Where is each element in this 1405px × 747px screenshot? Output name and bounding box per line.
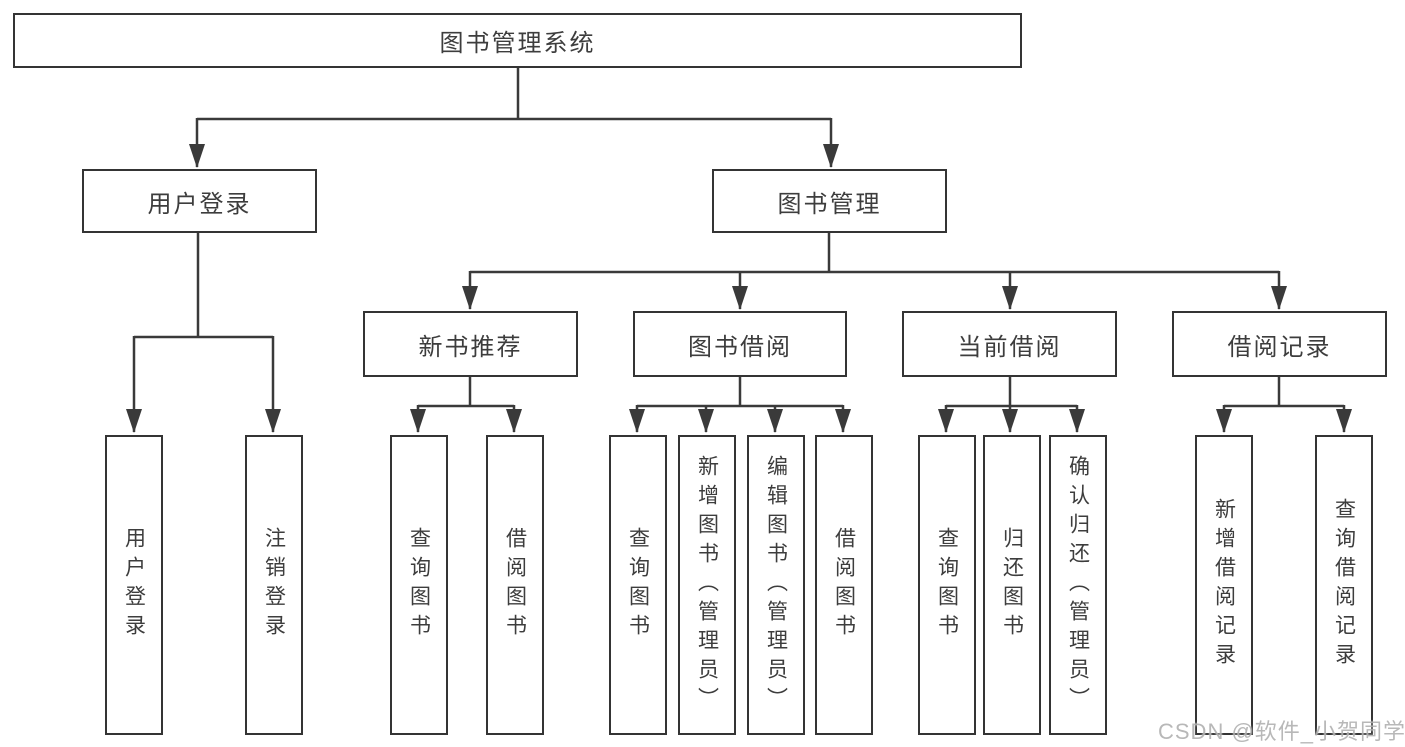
node-borrow-records-label: 借阅记录 bbox=[1227, 333, 1332, 361]
node-root-system-label: 图书管理系统 bbox=[439, 30, 596, 57]
leaf-borrow-books-recommend-label: 借阅图书 bbox=[503, 527, 527, 643]
leaf-query-books-current-label: 查询图书 bbox=[935, 527, 959, 643]
connector-recommend bbox=[418, 377, 514, 408]
connector-mgmt bbox=[470, 233, 1279, 274]
node-book-borrow-label: 图书借阅 bbox=[688, 333, 792, 361]
node-book-management: 图书管理 bbox=[712, 169, 947, 233]
leaf-borrow-books-recommend: 借阅图书 bbox=[486, 435, 544, 735]
node-book-borrow: 图书借阅 bbox=[633, 311, 847, 377]
connector-group bbox=[126, 68, 1352, 433]
node-book-management-label: 图书管理 bbox=[777, 190, 882, 218]
leaf-user-login-label: 用户登录 bbox=[122, 527, 146, 643]
leaf-return-books: 归还图书 bbox=[983, 435, 1041, 735]
leaf-add-books-admin-label: 新增图书（管理员） bbox=[695, 454, 719, 716]
node-current-borrow: 当前借阅 bbox=[902, 311, 1117, 377]
connector-root bbox=[197, 68, 831, 121]
leaf-query-books-borrow-label: 查询图书 bbox=[626, 527, 650, 643]
leaf-query-books-borrow: 查询图书 bbox=[609, 435, 667, 735]
leaf-confirm-return-admin-label: 确认归还（管理员） bbox=[1066, 454, 1090, 716]
leaf-return-books-label: 归还图书 bbox=[1000, 527, 1024, 643]
leaf-user-login: 用户登录 bbox=[105, 435, 163, 735]
node-user-login: 用户登录 bbox=[82, 169, 317, 233]
leaf-logout-login: 注销登录 bbox=[245, 435, 303, 735]
connector-records bbox=[1224, 377, 1344, 408]
node-borrow-records: 借阅记录 bbox=[1172, 311, 1387, 377]
node-user-login-label: 用户登录 bbox=[147, 190, 252, 218]
node-root-system: 图书管理系统 bbox=[13, 13, 1022, 68]
connector-borrow bbox=[637, 377, 843, 408]
leaf-query-books-recommend: 查询图书 bbox=[390, 435, 448, 735]
leaf-borrow-books-borrow-label: 借阅图书 bbox=[832, 527, 856, 643]
leaf-query-borrow-record-label: 查询借阅记录 bbox=[1332, 498, 1356, 672]
leaf-edit-books-admin-label: 编辑图书（管理员） bbox=[764, 454, 788, 716]
csdn-watermark: CSDN @软件_小贺同学 bbox=[1158, 719, 1405, 744]
node-current-borrow-label: 当前借阅 bbox=[957, 333, 1062, 361]
node-new-book-recommend-label: 新书推荐 bbox=[418, 333, 523, 361]
leaf-query-books-current: 查询图书 bbox=[918, 435, 976, 735]
leaf-edit-books-admin: 编辑图书（管理员） bbox=[747, 435, 805, 735]
leaf-add-borrow-record-label: 新增借阅记录 bbox=[1212, 498, 1236, 672]
node-new-book-recommend: 新书推荐 bbox=[363, 311, 578, 377]
leaf-borrow-books-borrow: 借阅图书 bbox=[815, 435, 873, 735]
leaf-confirm-return-admin: 确认归还（管理员） bbox=[1049, 435, 1107, 735]
connector-login bbox=[134, 233, 273, 339]
leaf-add-borrow-record: 新增借阅记录 bbox=[1195, 435, 1253, 735]
leaf-add-books-admin: 新增图书（管理员） bbox=[678, 435, 736, 735]
leaf-query-books-recommend-label: 查询图书 bbox=[407, 527, 431, 643]
leaf-query-borrow-record: 查询借阅记录 bbox=[1315, 435, 1373, 735]
connector-current bbox=[946, 377, 1077, 408]
leaf-logout-login-label: 注销登录 bbox=[262, 527, 286, 643]
